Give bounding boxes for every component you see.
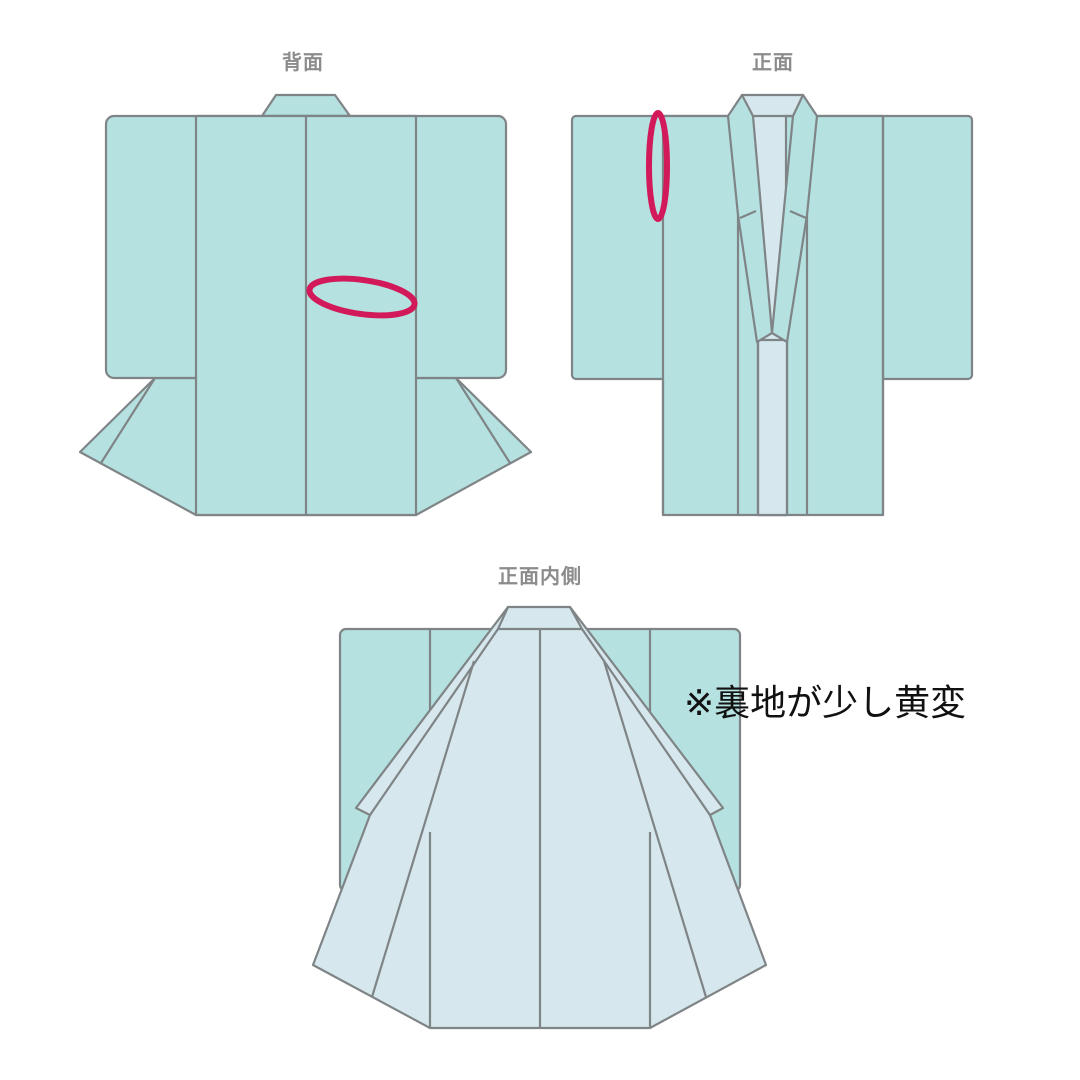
inside-view-label: 正面内側 [498, 564, 582, 588]
front-view-label: 正面 [752, 50, 794, 74]
back-view-diagram [78, 93, 533, 517]
front-center-lining [756, 338, 789, 517]
inside-left-collar [354, 605, 510, 817]
inside-view-diagram [311, 605, 768, 1030]
back-stain-marker [306, 275, 418, 319]
inside-right-collar [568, 605, 725, 817]
lining-yellowing-note: ※裏地が少し黄変 [684, 683, 967, 724]
front-view-diagram [570, 93, 974, 517]
front-stain-marker [646, 110, 670, 222]
back-collar [260, 93, 352, 118]
back-view-label: 背面 [282, 50, 324, 74]
